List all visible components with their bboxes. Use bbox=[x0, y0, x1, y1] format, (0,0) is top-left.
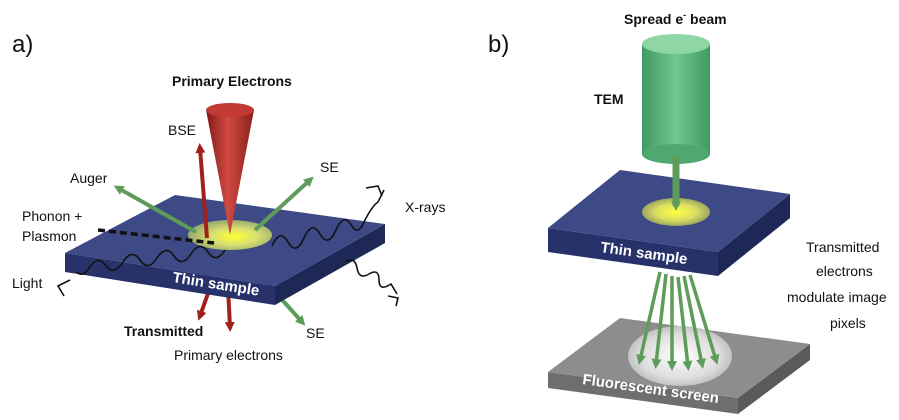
note-line-3: modulate image bbox=[787, 289, 887, 305]
phonon-dashed-line bbox=[97, 228, 215, 245]
screen-image-spot bbox=[628, 326, 732, 386]
beam-title-main: Spread e bbox=[624, 11, 683, 27]
se-top-arrow bbox=[253, 176, 314, 232]
note-line-1: Transmitted bbox=[806, 239, 879, 255]
xray-wave-head bbox=[365, 185, 383, 197]
se-bottom-label: SE bbox=[306, 325, 325, 341]
primary-electrons-lower-label: Primary electrons bbox=[174, 347, 283, 363]
phonon-label-2: Plasmon bbox=[22, 228, 76, 244]
bse-arrow bbox=[195, 143, 209, 239]
primary-electrons-label: Primary Electrons bbox=[172, 73, 292, 89]
sample-b-side-front bbox=[548, 228, 718, 276]
panel-a-tag: a) bbox=[12, 31, 33, 58]
xrays-label: X-rays bbox=[405, 199, 445, 215]
light-wave bbox=[76, 245, 226, 276]
tem-column-body bbox=[642, 44, 710, 154]
panel-a: a) Thin sample Primary bbox=[12, 31, 445, 363]
auger-label: Auger bbox=[70, 170, 108, 186]
light-label: Light bbox=[12, 275, 42, 291]
bse-label: BSE bbox=[168, 122, 196, 138]
panel-b: b) Spread e- beam TEM bbox=[488, 10, 887, 414]
interaction-spot-b bbox=[642, 198, 710, 226]
lower-wave-head bbox=[387, 295, 399, 307]
ray-2 bbox=[651, 273, 668, 369]
ray-4 bbox=[676, 276, 693, 371]
tem-label: TEM bbox=[594, 91, 624, 107]
ray-5 bbox=[682, 275, 706, 369]
sample-b-side-right bbox=[718, 194, 790, 276]
beam-title-sup: - bbox=[683, 10, 686, 20]
note-line-2: electrons bbox=[816, 263, 873, 279]
sample-a-side-front bbox=[65, 253, 275, 305]
primary-beam-cone-top bbox=[206, 103, 254, 117]
note-line-4: pixels bbox=[830, 315, 866, 331]
se-top-label: SE bbox=[320, 159, 339, 175]
phonon-label-1: Phonon + bbox=[22, 208, 82, 224]
primary-beam-cone bbox=[206, 110, 254, 235]
lower-wave bbox=[344, 259, 398, 295]
screen-side bbox=[548, 372, 738, 414]
beam-title-tail: beam bbox=[686, 11, 726, 27]
ray-6 bbox=[688, 274, 720, 365]
xray-wave bbox=[271, 189, 385, 249]
screen-side-right bbox=[738, 344, 810, 414]
transmitted-label: Transmitted bbox=[124, 323, 203, 339]
beam-title: Spread e- beam bbox=[624, 10, 727, 27]
transmitted-rays bbox=[636, 271, 720, 371]
sample-a-side-right bbox=[275, 224, 385, 305]
panel-b-tag: b) bbox=[488, 31, 509, 58]
auger-arrow bbox=[113, 185, 197, 234]
light-wave-head bbox=[56, 279, 71, 297]
tem-column-top bbox=[642, 34, 710, 54]
tem-column-bottom bbox=[642, 144, 710, 164]
ray-1 bbox=[636, 271, 662, 365]
